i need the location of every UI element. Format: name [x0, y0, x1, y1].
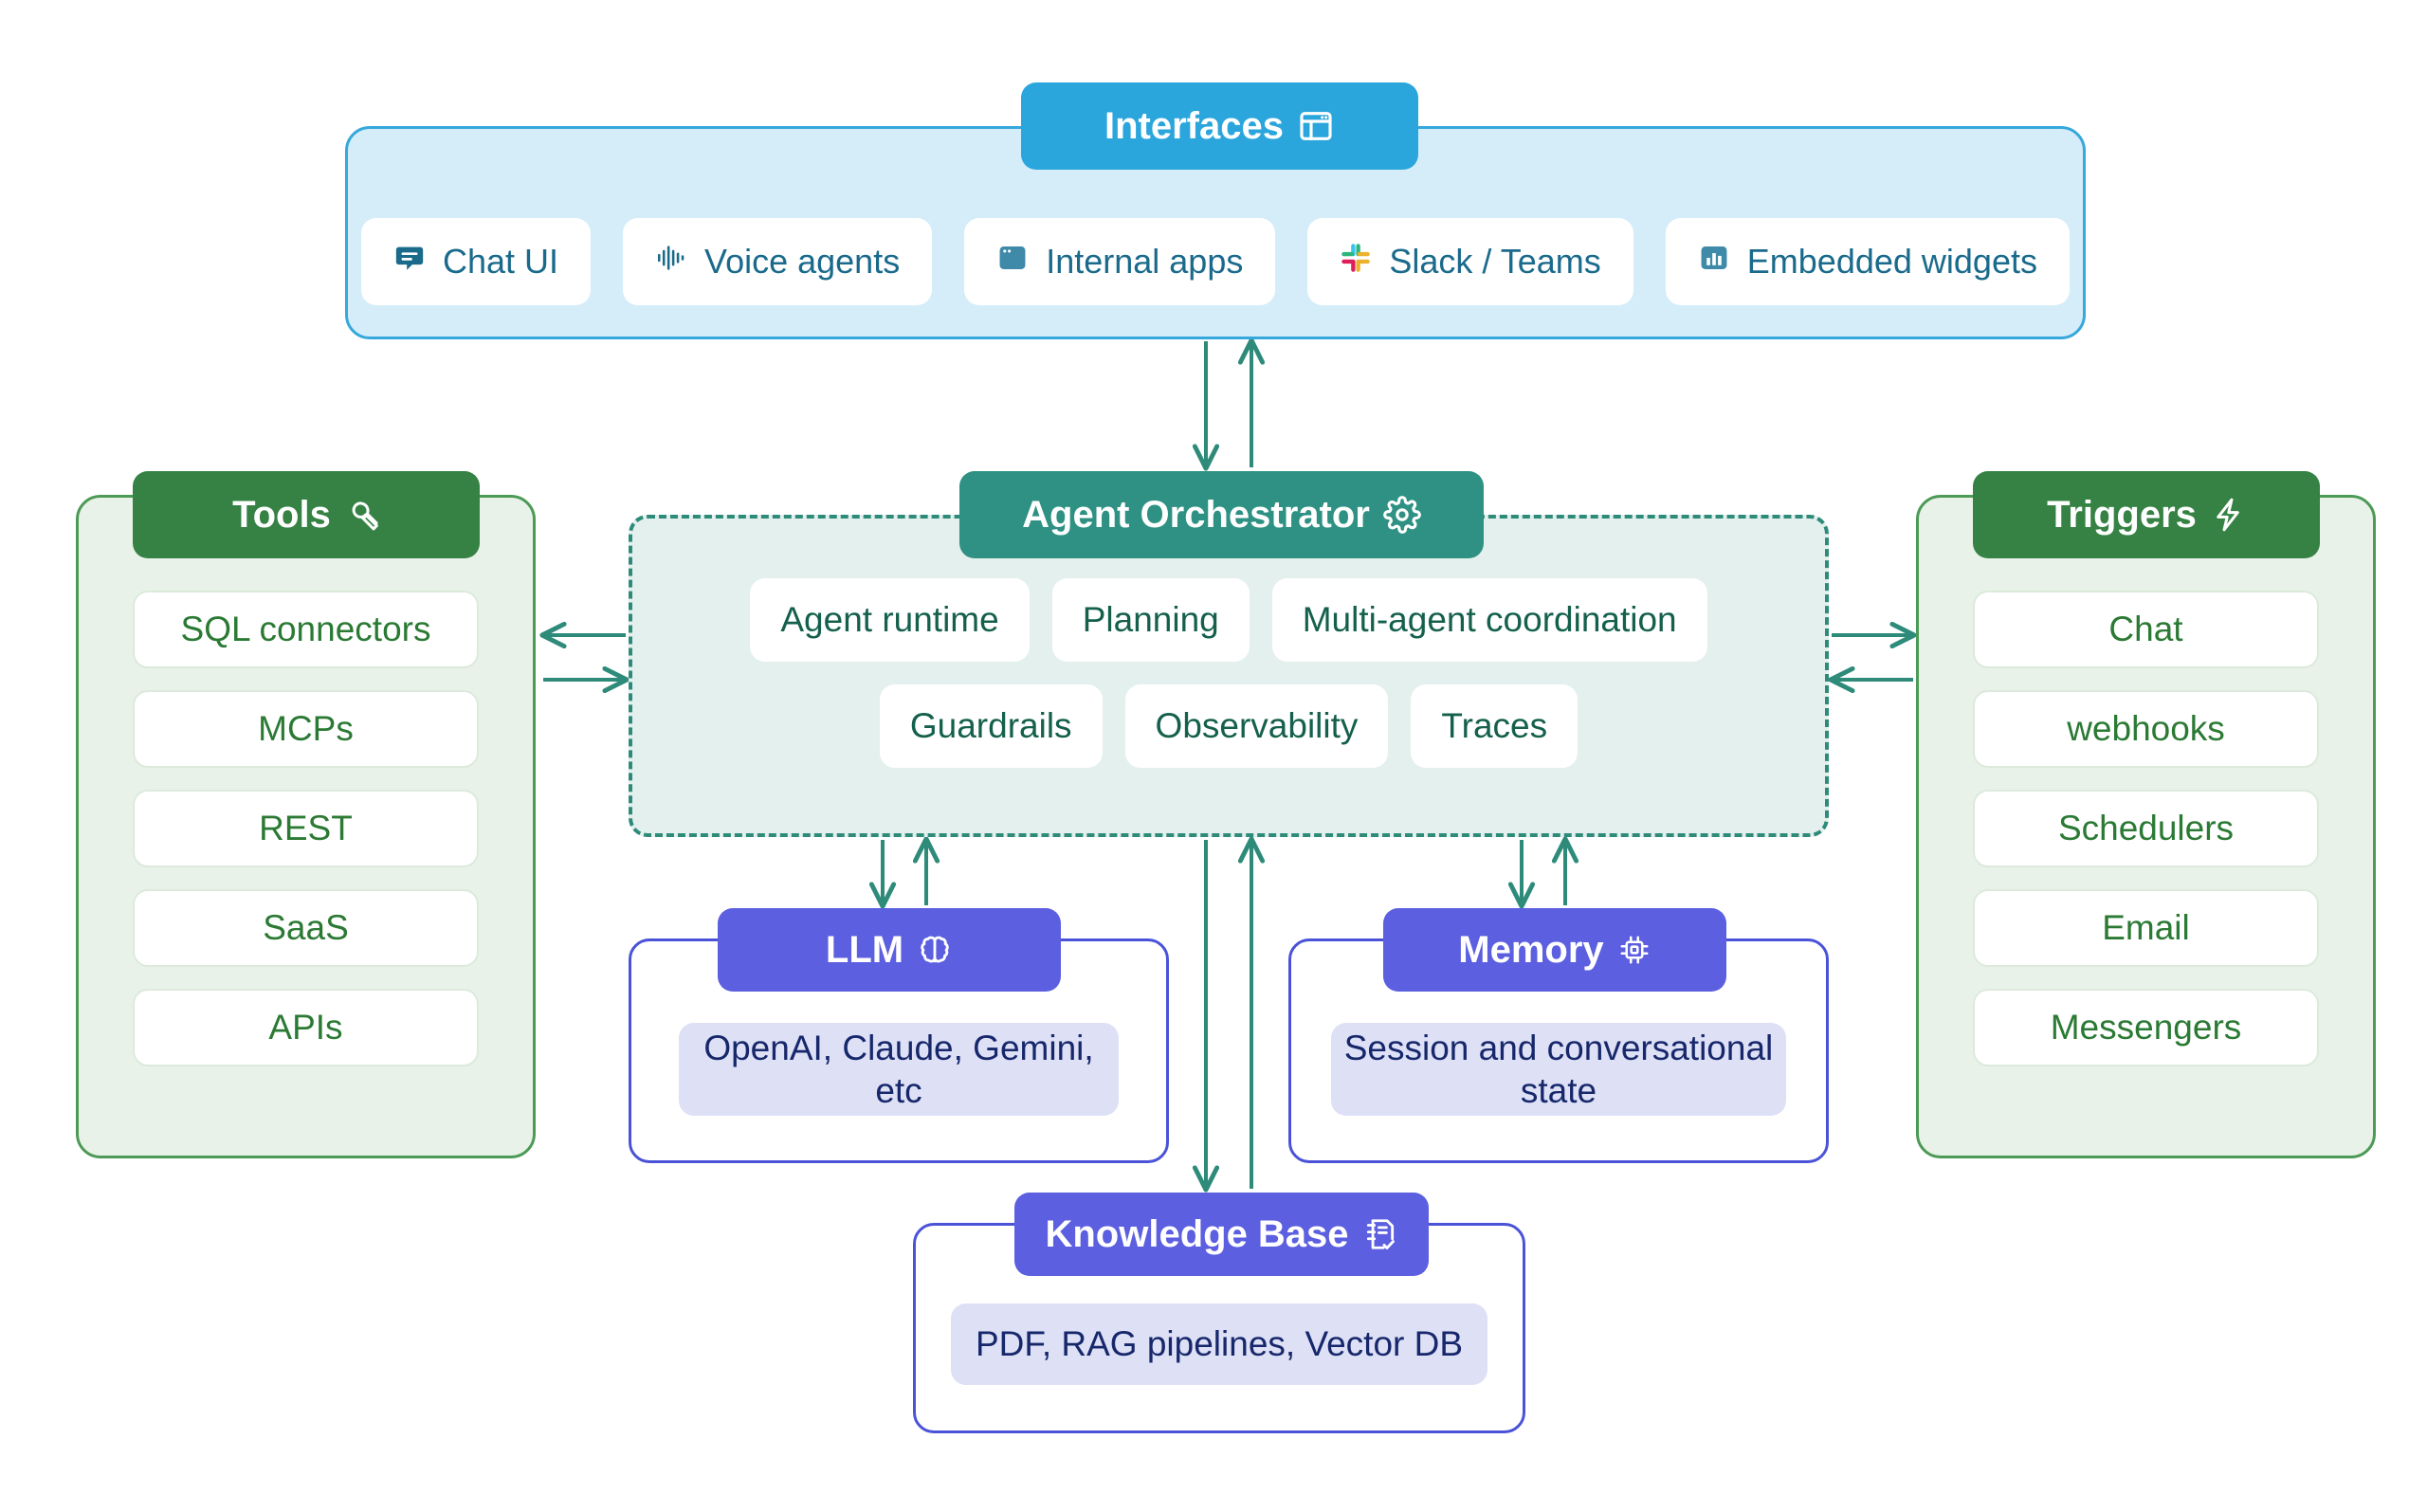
interfaces-header-badge[interactable]: Interfaces — [1021, 82, 1418, 170]
memory-title: Memory — [1458, 929, 1604, 971]
lightning-bolt-icon — [2210, 497, 2246, 533]
llm-title: LLM — [825, 929, 904, 971]
llm-header-badge[interactable]: LLM — [718, 908, 1061, 992]
document-check-icon — [1362, 1216, 1398, 1252]
interface-chip-internal-apps[interactable]: Internal apps — [964, 218, 1276, 305]
bar-chart-icon — [1698, 242, 1730, 282]
orchestrator-chip-observability[interactable]: Observability — [1124, 684, 1389, 768]
orchestrator-capability-grid: Agent runtime Planning Multi-agent coord… — [629, 567, 1829, 837]
triggers-item-messengers[interactable]: Messengers — [1973, 989, 2319, 1066]
tools-item-mcps[interactable]: MCPs — [133, 690, 479, 768]
memory-detail: Session and conversational state — [1331, 1023, 1786, 1116]
tools-item-saas[interactable]: SaaS — [133, 889, 479, 967]
slack-logo-icon — [1340, 242, 1372, 282]
orchestrator-row-2: Guardrails Observability Traces — [879, 684, 1578, 768]
chip-icon — [1617, 933, 1651, 967]
triggers-item-list: Chat webhooks Schedulers Email Messenger… — [1916, 591, 2376, 1066]
tools-item-list: SQL connectors MCPs REST SaaS APIs — [76, 591, 536, 1066]
memory-header-badge[interactable]: Memory — [1383, 908, 1726, 992]
chat-bubble-icon — [393, 242, 426, 282]
interface-chip-label: Chat UI — [443, 242, 559, 281]
tools-item-apis[interactable]: APIs — [133, 989, 479, 1066]
triggers-item-email[interactable]: Email — [1973, 889, 2319, 967]
interface-chip-voice-agents[interactable]: Voice agents — [623, 218, 933, 305]
waveform-icon — [655, 242, 687, 282]
triggers-title: Triggers — [2047, 494, 2197, 536]
triggers-item-webhooks[interactable]: webhooks — [1973, 690, 2319, 768]
tools-title: Tools — [232, 494, 331, 536]
interface-chip-chat-ui[interactable]: Chat UI — [361, 218, 592, 305]
triggers-item-schedulers[interactable]: Schedulers — [1973, 790, 2319, 867]
llm-detail: OpenAI, Claude, Gemini, etc — [679, 1023, 1119, 1116]
interface-chip-label: Internal apps — [1046, 242, 1244, 281]
orchestrator-chip-traces[interactable]: Traces — [1411, 684, 1578, 768]
knowledge-base-title: Knowledge Base — [1045, 1213, 1349, 1255]
interfaces-title: Interfaces — [1104, 105, 1284, 147]
knowledge-base-header-badge[interactable]: Knowledge Base — [1014, 1193, 1429, 1276]
orchestrator-panel — [629, 515, 1829, 837]
orchestrator-chip-guardrails[interactable]: Guardrails — [879, 684, 1103, 768]
interfaces-chip-row: Chat UI Voice agents Internal apps — [345, 216, 2086, 307]
brain-icon — [917, 932, 953, 968]
gear-icon — [1383, 496, 1421, 534]
interface-chip-embedded-widgets[interactable]: Embedded widgets — [1665, 218, 2070, 305]
orchestrator-chip-agent-runtime[interactable]: Agent runtime — [750, 578, 1030, 662]
tools-item-rest[interactable]: REST — [133, 790, 479, 867]
interface-chip-label: Voice agents — [704, 242, 901, 281]
orchestrator-header-badge[interactable]: Agent Orchestrator — [959, 471, 1484, 558]
orchestrator-chip-multi-agent-coordination[interactable]: Multi-agent coordination — [1271, 578, 1707, 662]
wrench-icon — [344, 497, 380, 533]
app-window-icon — [996, 242, 1029, 282]
tools-item-sql-connectors[interactable]: SQL connectors — [133, 591, 479, 668]
interface-chip-slack-teams[interactable]: Slack / Teams — [1307, 218, 1633, 305]
window-layout-icon — [1297, 107, 1335, 145]
triggers-header-badge[interactable]: Triggers — [1973, 471, 2320, 558]
knowledge-base-detail: PDF, RAG pipelines, Vector DB — [951, 1303, 1487, 1385]
triggers-item-chat[interactable]: Chat — [1973, 591, 2319, 668]
tools-header-badge[interactable]: Tools — [133, 471, 480, 558]
interface-chip-label: Embedded widgets — [1746, 242, 2037, 281]
interface-chip-label: Slack / Teams — [1389, 242, 1601, 281]
orchestrator-row-1: Agent runtime Planning Multi-agent coord… — [750, 578, 1707, 662]
orchestrator-title: Agent Orchestrator — [1022, 494, 1370, 536]
orchestrator-chip-planning[interactable]: Planning — [1051, 578, 1250, 662]
